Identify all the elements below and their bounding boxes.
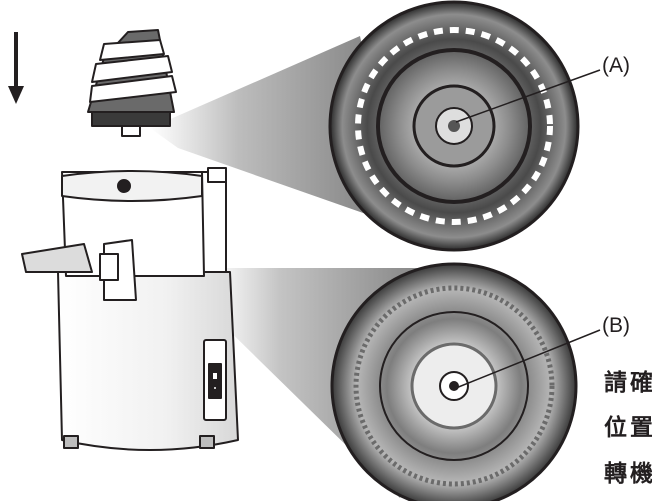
juicer-body [22,168,238,450]
callout-label-a: (A) [602,55,630,76]
magnified-view-a [330,2,578,250]
instruction-line-2: 位置 [604,417,652,440]
magnified-view-b [332,264,576,501]
instruction-line-1: 請確 [604,372,652,395]
auger-part [88,30,176,136]
instruction-line-3: 轉機 [604,463,652,486]
down-arrow-icon [8,32,24,104]
callout-label-b: (B) [602,315,630,336]
